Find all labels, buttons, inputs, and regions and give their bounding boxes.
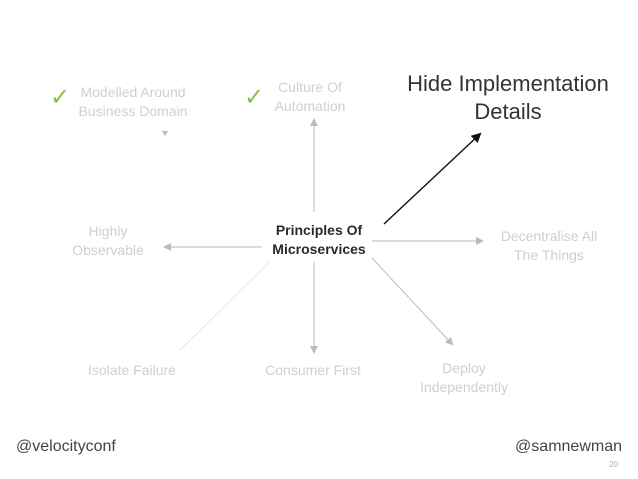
arrow-to-deploy xyxy=(371,257,454,346)
arrow-to-focus xyxy=(383,132,482,225)
node-highly-observable: Highly Observable xyxy=(72,223,144,258)
arrow-to-modelled-head xyxy=(162,131,168,136)
node-deploy-independently: Deploy Independently xyxy=(420,360,508,395)
footer-handle-velocityconf: @velocityconf xyxy=(16,438,116,455)
checkmark-icon-culture: ✓ xyxy=(244,84,265,111)
node-decentralise-all-the-things: Decentralise All The Things xyxy=(500,228,598,263)
node-isolate-failure: Isolate Failure xyxy=(88,362,176,378)
slide-number: 20 xyxy=(609,460,618,469)
node-modelled-around-business-domain: Modelled Around Business Domain xyxy=(78,84,188,119)
footer-handle-samnewman: @samnewman xyxy=(515,438,622,455)
center-node-principles: Principles Of Microservices xyxy=(272,222,366,257)
node-hide-implementation-details: Hide Implementation Details xyxy=(407,71,609,124)
node-culture-of-automation: Culture Of Automation xyxy=(274,79,346,114)
checkmark-icon-modelled: ✓ xyxy=(50,84,71,111)
arrow-to-isolate xyxy=(179,261,271,351)
node-consumer-first: Consumer First xyxy=(265,362,361,378)
